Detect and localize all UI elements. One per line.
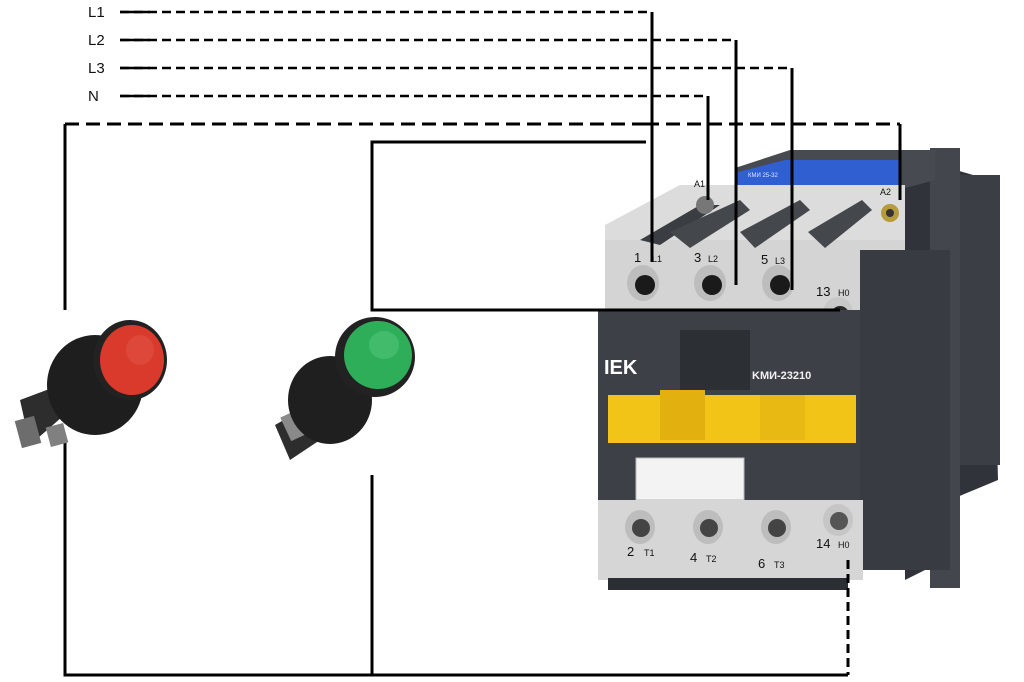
terminal-4-num: 4 xyxy=(690,550,697,565)
terminal-13-sub: H0 xyxy=(838,288,850,298)
coil-a2-label: A2 xyxy=(880,187,891,197)
supply-lines xyxy=(120,10,792,98)
contactor: КМИ 25-32 IEK KMИ-23210 xyxy=(598,148,1000,590)
terminal-1-sub: L1 xyxy=(652,254,662,264)
l1-label: L1 xyxy=(88,4,105,21)
status-indicator xyxy=(608,395,856,443)
terminal-5-sub: L3 xyxy=(775,256,785,266)
terminal-1-num: 1 xyxy=(634,250,641,265)
l3-label: L3 xyxy=(88,60,105,77)
n-label: N xyxy=(88,88,99,105)
terminal-2-sub: T1 xyxy=(644,548,655,558)
terminal-14-num: 14 xyxy=(816,536,830,551)
terminal-3-sub: L2 xyxy=(708,254,718,264)
terminal-6-sub: T3 xyxy=(774,560,785,570)
rating-label xyxy=(738,160,900,190)
terminal-13-num: 13 xyxy=(816,284,830,299)
terminal-4-sub: T2 xyxy=(706,554,717,564)
wire-hold-13 xyxy=(370,140,840,312)
bottom-terminal-labels: 2 T1 4 T2 6 T3 14 H0 xyxy=(627,536,850,571)
stop-button[interactable] xyxy=(14,320,167,449)
terminal-5-num: 5 xyxy=(761,252,768,267)
terminal-14-sub: H0 xyxy=(838,540,850,550)
terminal-3-num: 3 xyxy=(694,250,701,265)
wires xyxy=(63,12,902,677)
rating-label-text: КМИ 25-32 xyxy=(748,173,778,179)
terminal-2-num: 2 xyxy=(627,544,634,559)
coil-a1-label: A1 xyxy=(694,179,705,189)
start-button[interactable] xyxy=(275,317,415,460)
terminal-6-num: 6 xyxy=(758,556,765,571)
l2-label: L2 xyxy=(88,32,105,49)
top-terminal-labels: 1 L1 3 L2 5 L3 13 H0 A1 A2 xyxy=(634,179,891,299)
brand-logo: IEK xyxy=(604,357,638,379)
model-label: KMИ-23210 xyxy=(752,370,811,382)
wire-bottom xyxy=(63,440,848,677)
